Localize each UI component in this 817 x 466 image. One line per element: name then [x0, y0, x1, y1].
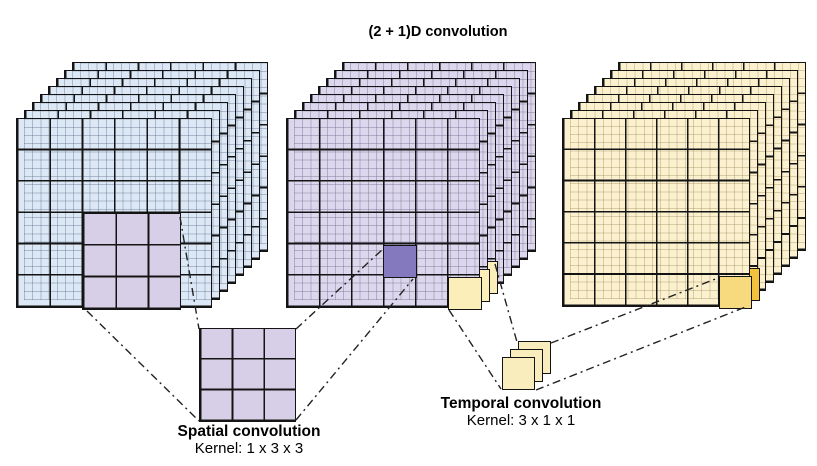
spatial-convolution-label: Spatial convolution [177, 423, 321, 440]
connector-line [535, 305, 749, 391]
temporal-kernel-size-label: Kernel: 3 x 1 x 1 [466, 412, 576, 429]
input-frames-stack-frame-layer [16, 118, 212, 310]
frame-subgrid-lines [570, 119, 749, 299]
connector-line [448, 309, 502, 390]
figure-title: (2 + 1)D convolution [368, 24, 508, 40]
temporal-kernel-square [502, 357, 535, 390]
temporal-receptive-cell [447, 276, 482, 310]
spatial-output-cell [383, 244, 418, 279]
spatial-kernel-grid [199, 328, 296, 422]
output-frames-stack-frame-layer [562, 118, 752, 309]
temporal-convolution-label: Temporal convolution [440, 395, 602, 412]
spatial-conv-frames-stack-frame-layer [286, 118, 482, 310]
spatial-kernel-size-label: Kernel: 1 x 3 x 3 [194, 440, 304, 457]
temporal-output-cell [718, 275, 752, 309]
spatial-receptive-field [81, 213, 182, 310]
connector-line [86, 310, 200, 422]
